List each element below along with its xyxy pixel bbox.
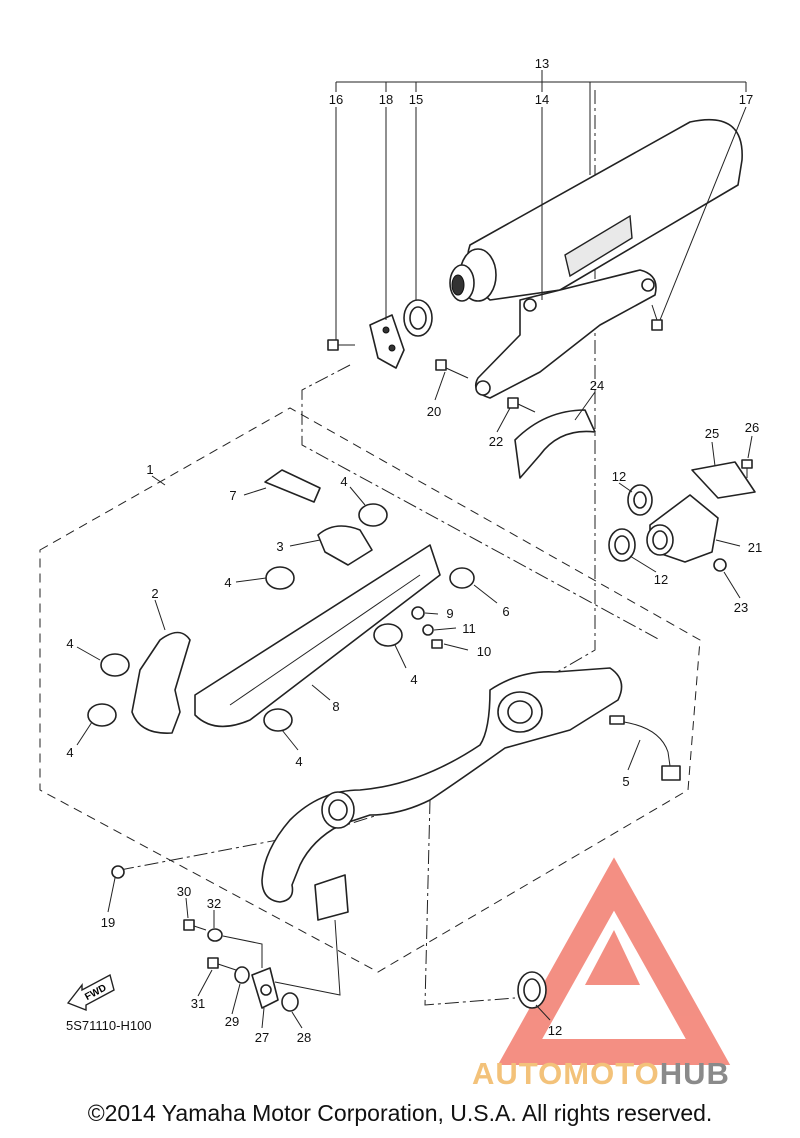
brand-moto: MOTO xyxy=(563,1056,660,1091)
callout-labels: 1 2 3 4 4 4 4 4 4 5 6 7 8 9 10 11 12 12 … xyxy=(66,56,762,1045)
callout-1: 1 xyxy=(146,462,153,477)
callout-2: 2 xyxy=(151,586,158,601)
muffler xyxy=(449,118,743,302)
callout-27: 27 xyxy=(255,1030,269,1045)
callout-30: 30 xyxy=(177,884,191,899)
washer-32 xyxy=(207,928,223,942)
fwd-arrow-icon: FWD xyxy=(66,973,115,1012)
brand-auto: AUTO xyxy=(472,1056,564,1091)
cover-25 xyxy=(691,461,756,499)
callout-22: 22 xyxy=(489,434,503,449)
clamp-4 xyxy=(87,503,403,732)
callout-20: 20 xyxy=(427,404,441,419)
callout-18: 18 xyxy=(379,92,393,107)
bolt-10 xyxy=(431,639,443,649)
callout-13: 13 xyxy=(535,56,549,71)
automotohub-logo xyxy=(497,857,731,1065)
callout-12a: 12 xyxy=(612,469,626,484)
copyright-notice: ©2014 Yamaha Motor Corporation, U.S.A. A… xyxy=(87,1100,713,1126)
bolt-16 xyxy=(327,339,355,351)
callout-28: 28 xyxy=(297,1030,311,1045)
callout-31: 31 xyxy=(191,996,205,1011)
callout-23: 23 xyxy=(734,600,748,615)
brand-hub: HUB xyxy=(659,1056,730,1091)
collar-29 xyxy=(234,966,250,984)
callout-4d: 4 xyxy=(66,636,73,651)
callout-4b: 4 xyxy=(224,575,231,590)
protector-2 xyxy=(131,631,191,734)
bolt-19 xyxy=(111,865,125,879)
callout-11: 11 xyxy=(462,621,476,636)
callout-8: 8 xyxy=(332,699,339,714)
bolt-30 xyxy=(183,919,207,931)
callout-9: 9 xyxy=(446,606,453,621)
bolt-31 xyxy=(207,957,237,971)
callout-32: 32 xyxy=(207,896,221,911)
callout-4f: 4 xyxy=(295,754,302,769)
gasket-15 xyxy=(403,299,433,337)
clamp-6 xyxy=(449,567,475,589)
callout-15: 15 xyxy=(409,92,423,107)
callout-12c: 12 xyxy=(548,1023,562,1038)
bolt-20 xyxy=(435,359,469,379)
callout-16: 16 xyxy=(329,92,343,107)
callout-29: 29 xyxy=(225,1014,239,1029)
center-line xyxy=(424,799,516,1006)
nut-9 xyxy=(411,606,425,620)
leader-lines xyxy=(76,106,753,1029)
callout-3: 3 xyxy=(276,539,283,554)
callout-25: 25 xyxy=(705,426,719,441)
gasket-12-middle xyxy=(608,528,636,562)
nut-23 xyxy=(713,558,727,572)
washer-11 xyxy=(422,624,434,636)
screw-26 xyxy=(741,459,753,478)
callout-14: 14 xyxy=(535,92,549,107)
callout-4c: 4 xyxy=(410,672,417,687)
sensor-5 xyxy=(609,715,681,781)
callout-6: 6 xyxy=(502,604,509,619)
protector-7 xyxy=(264,469,321,503)
callout-21: 21 xyxy=(748,540,762,555)
center-line xyxy=(539,90,596,683)
callout-26: 26 xyxy=(745,420,759,435)
center-line xyxy=(301,364,661,641)
callout-10: 10 xyxy=(477,644,491,659)
bracket-27 xyxy=(251,967,279,1009)
clamp-18 xyxy=(369,314,405,369)
callout-4a: 4 xyxy=(340,474,347,489)
callout-17: 17 xyxy=(739,92,753,107)
muffler-stay xyxy=(474,269,657,399)
callout-4e: 4 xyxy=(66,745,73,760)
protector-24 xyxy=(514,409,596,479)
callout-5: 5 xyxy=(622,774,629,789)
callout-12b: 12 xyxy=(654,572,668,587)
protector-3 xyxy=(317,525,373,566)
callout-19: 19 xyxy=(101,915,115,930)
assembly-boundary xyxy=(39,407,701,973)
gasket-12-upper xyxy=(627,484,653,516)
callout-24: 24 xyxy=(590,378,604,393)
watermark-brand-text: AUTOMOTOHUB xyxy=(472,1056,730,1092)
diagram-ref-code: 5S71110-H100 xyxy=(66,1018,152,1033)
heat-protector-8 xyxy=(194,544,441,728)
joint-21 xyxy=(646,494,719,563)
bolt-22 xyxy=(507,397,536,413)
callout-7: 7 xyxy=(229,488,236,503)
nut-28 xyxy=(281,992,299,1012)
bolt-17 xyxy=(651,304,663,331)
exhaust-pipe xyxy=(261,667,623,921)
gasket-12-lower xyxy=(517,971,547,1009)
